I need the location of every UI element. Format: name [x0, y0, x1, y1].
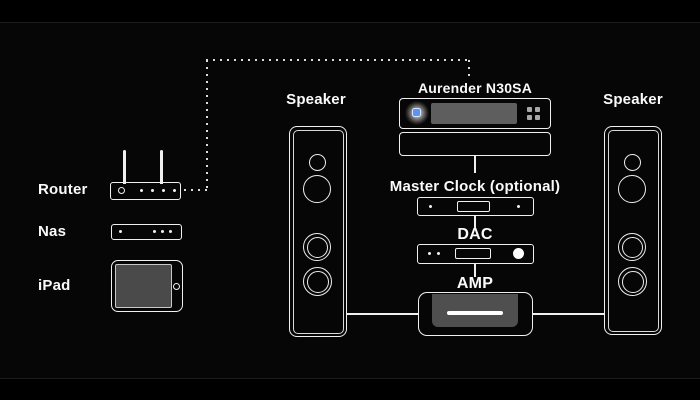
dac-led-dot	[437, 252, 440, 255]
router-led-dot	[162, 189, 165, 192]
connector-dac-to-amp	[474, 264, 476, 277]
amp-front-bar	[447, 311, 503, 315]
ipad-home-button	[173, 283, 180, 290]
left-speaker-woofer	[303, 233, 331, 261]
dac-label: DAC	[457, 226, 493, 243]
left-speaker-label: Speaker	[286, 91, 346, 108]
master-clock-display	[457, 201, 490, 212]
left-speaker-tweeter	[309, 154, 326, 171]
nas-led-dot	[153, 230, 156, 233]
right-speaker-midrange	[618, 175, 646, 203]
left-speaker-baffle	[292, 129, 344, 334]
dac-led-dot	[428, 252, 431, 255]
nas-body	[111, 224, 182, 240]
dotted-connector-router-segment	[184, 189, 209, 191]
aurender-lower-unit	[399, 132, 551, 156]
router-label: Router	[38, 181, 88, 198]
dotted-connector-vertical-segment	[206, 60, 208, 192]
right-speaker-tweeter	[624, 154, 641, 171]
wire-amp-to-left-speaker	[346, 313, 418, 315]
master-clock-led-dot	[517, 205, 520, 208]
right-speaker-cabinet	[604, 126, 662, 335]
amp-label: AMP	[456, 275, 494, 292]
amp-body	[418, 292, 533, 336]
connector-aurender-to-clock	[474, 156, 476, 173]
router-led-ring	[118, 187, 125, 194]
router-antenna-right	[160, 150, 163, 184]
aurender-label: Aurender N30SA	[417, 80, 533, 96]
right-speaker-woofer	[618, 267, 647, 296]
right-speaker-woofer	[618, 233, 646, 261]
connector-clock-to-dac	[474, 216, 476, 228]
wire-amp-to-right-speaker	[533, 313, 605, 315]
router-led-dot	[140, 189, 143, 192]
router-antenna-left	[123, 150, 126, 184]
master-clock-body	[417, 197, 534, 216]
router-led-dot	[173, 189, 176, 192]
aurender-vent-grid-icon	[527, 107, 540, 120]
aurender-display-screen	[431, 103, 517, 124]
right-speaker-label: Speaker	[603, 91, 663, 108]
nas-led-dot	[169, 230, 172, 233]
nas-label: Nas	[38, 223, 67, 240]
dotted-connector-top-segment	[206, 59, 472, 61]
left-speaker-midrange	[303, 175, 331, 203]
ipad-body	[111, 260, 183, 312]
content-background	[0, 22, 700, 379]
master-clock-led-dot	[429, 205, 432, 208]
nas-led-dot	[119, 230, 122, 233]
dac-body	[417, 244, 534, 264]
master-clock-label: Master Clock (optional)	[389, 178, 561, 195]
nas-led-dot	[161, 230, 164, 233]
aurender-power-button	[412, 108, 421, 117]
router-body	[110, 182, 181, 200]
right-speaker-baffle	[607, 129, 659, 332]
ipad-screen	[115, 264, 172, 308]
router-led-dot	[151, 189, 154, 192]
ipad-label: iPad	[38, 277, 71, 294]
left-speaker-woofer	[303, 267, 332, 296]
dotted-connector-drop-segment	[468, 60, 470, 77]
amp-heatsink-panel	[432, 293, 518, 327]
aurender-upper-unit	[399, 98, 551, 129]
left-speaker-cabinet	[289, 126, 347, 337]
dac-display	[455, 248, 491, 259]
dac-volume-knob	[513, 248, 524, 259]
